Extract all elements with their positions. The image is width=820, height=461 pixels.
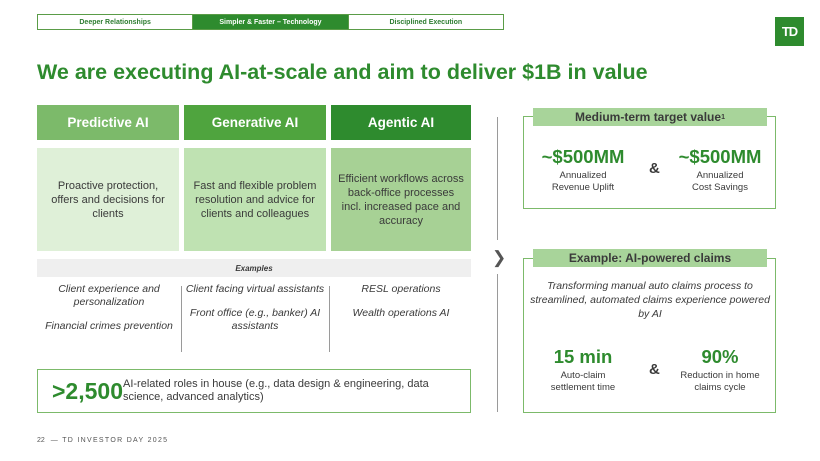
- divider: [181, 286, 182, 352]
- predictive-ai-description: Proactive protection, offers and decisio…: [37, 148, 179, 251]
- tab-disciplined-execution: Disciplined Execution: [348, 15, 503, 29]
- vertical-divider: [497, 274, 498, 412]
- chevron-right-icon: ❯: [492, 248, 507, 267]
- page-number: 22: [37, 437, 45, 444]
- example-item: Client experience and personalization: [58, 283, 160, 308]
- revenue-uplift-label-line: Revenue Uplift: [551, 182, 615, 193]
- settlement-time-label: Auto-claim settlement time: [533, 370, 633, 394]
- page-title: We are executing AI-at-scale and aim to …: [37, 60, 648, 84]
- examples-predictive: Client experience and personalization Fi…: [39, 283, 179, 344]
- examples-generative: Client facing virtual assistants Front o…: [185, 283, 325, 344]
- ai-roles-description: AI-related roles in house (e.g., data de…: [123, 377, 429, 404]
- example-item: Financial crimes prevention: [45, 320, 173, 332]
- claims-description: Transforming manual auto claims process …: [530, 280, 770, 320]
- claims-reduction-label: Reduction in home claims cycle: [668, 370, 772, 394]
- revenue-uplift-value: ~$500MM: [541, 146, 625, 167]
- settlement-time-value: 15 min: [553, 346, 613, 367]
- examples-label: Examples: [37, 259, 471, 277]
- claims-example-header: Example: AI-powered claims: [533, 249, 767, 267]
- cost-savings-label-line: Annualized: [696, 170, 744, 181]
- agentic-ai-header: Agentic AI: [331, 105, 471, 140]
- example-item: Front office (e.g., banker) AI assistant…: [189, 307, 321, 332]
- settlement-time-label-line: Auto-claim: [560, 370, 606, 381]
- examples-agentic: RESL operations Wealth operations AI: [331, 283, 471, 331]
- section-tabs: Deeper Relationships Simpler & Faster – …: [37, 14, 504, 30]
- agentic-ai-description: Efficient workflows across back-office p…: [331, 148, 471, 251]
- td-logo: TD: [775, 17, 804, 46]
- ampersand: &: [649, 361, 660, 378]
- cost-savings-label-line: Cost Savings: [692, 182, 748, 193]
- generative-ai-header: Generative AI: [184, 105, 326, 140]
- vertical-divider: [497, 117, 498, 240]
- example-item: Wealth operations AI: [352, 307, 450, 319]
- ai-roles-count: >2,500: [52, 377, 123, 404]
- cost-savings-value: ~$500MM: [678, 146, 762, 167]
- divider: [329, 286, 330, 352]
- tab-simpler-faster-technology: Simpler & Faster – Technology: [193, 15, 349, 29]
- predictive-ai-header: Predictive AI: [37, 105, 179, 140]
- ai-roles-callout: >2,500 AI-related roles in house (e.g., …: [37, 369, 471, 413]
- settlement-time-label-line: settlement time: [550, 382, 616, 393]
- footer: 22 — TD INVESTOR DAY 2025: [37, 437, 168, 444]
- cost-savings-label: Annualized Cost Savings: [668, 170, 772, 194]
- example-item: RESL operations: [361, 283, 441, 295]
- target-value-title: Medium-term target value: [575, 110, 722, 124]
- revenue-uplift-label-line: Annualized: [559, 170, 607, 181]
- claims-reduction-value: 90%: [701, 346, 739, 367]
- generative-ai-description: Fast and flexible problem resolution and…: [184, 148, 326, 251]
- ampersand: &: [649, 160, 660, 177]
- claims-reduction-label-line: Reduction in home: [680, 370, 760, 381]
- tab-deeper-relationships: Deeper Relationships: [38, 15, 194, 29]
- revenue-uplift-label: Annualized Revenue Uplift: [533, 170, 633, 194]
- footer-text: — TD INVESTOR DAY 2025: [50, 437, 169, 444]
- footnote-marker: 1: [721, 113, 725, 121]
- claims-reduction-label-line: claims cycle: [694, 382, 746, 393]
- example-item: Client facing virtual assistants: [185, 283, 325, 295]
